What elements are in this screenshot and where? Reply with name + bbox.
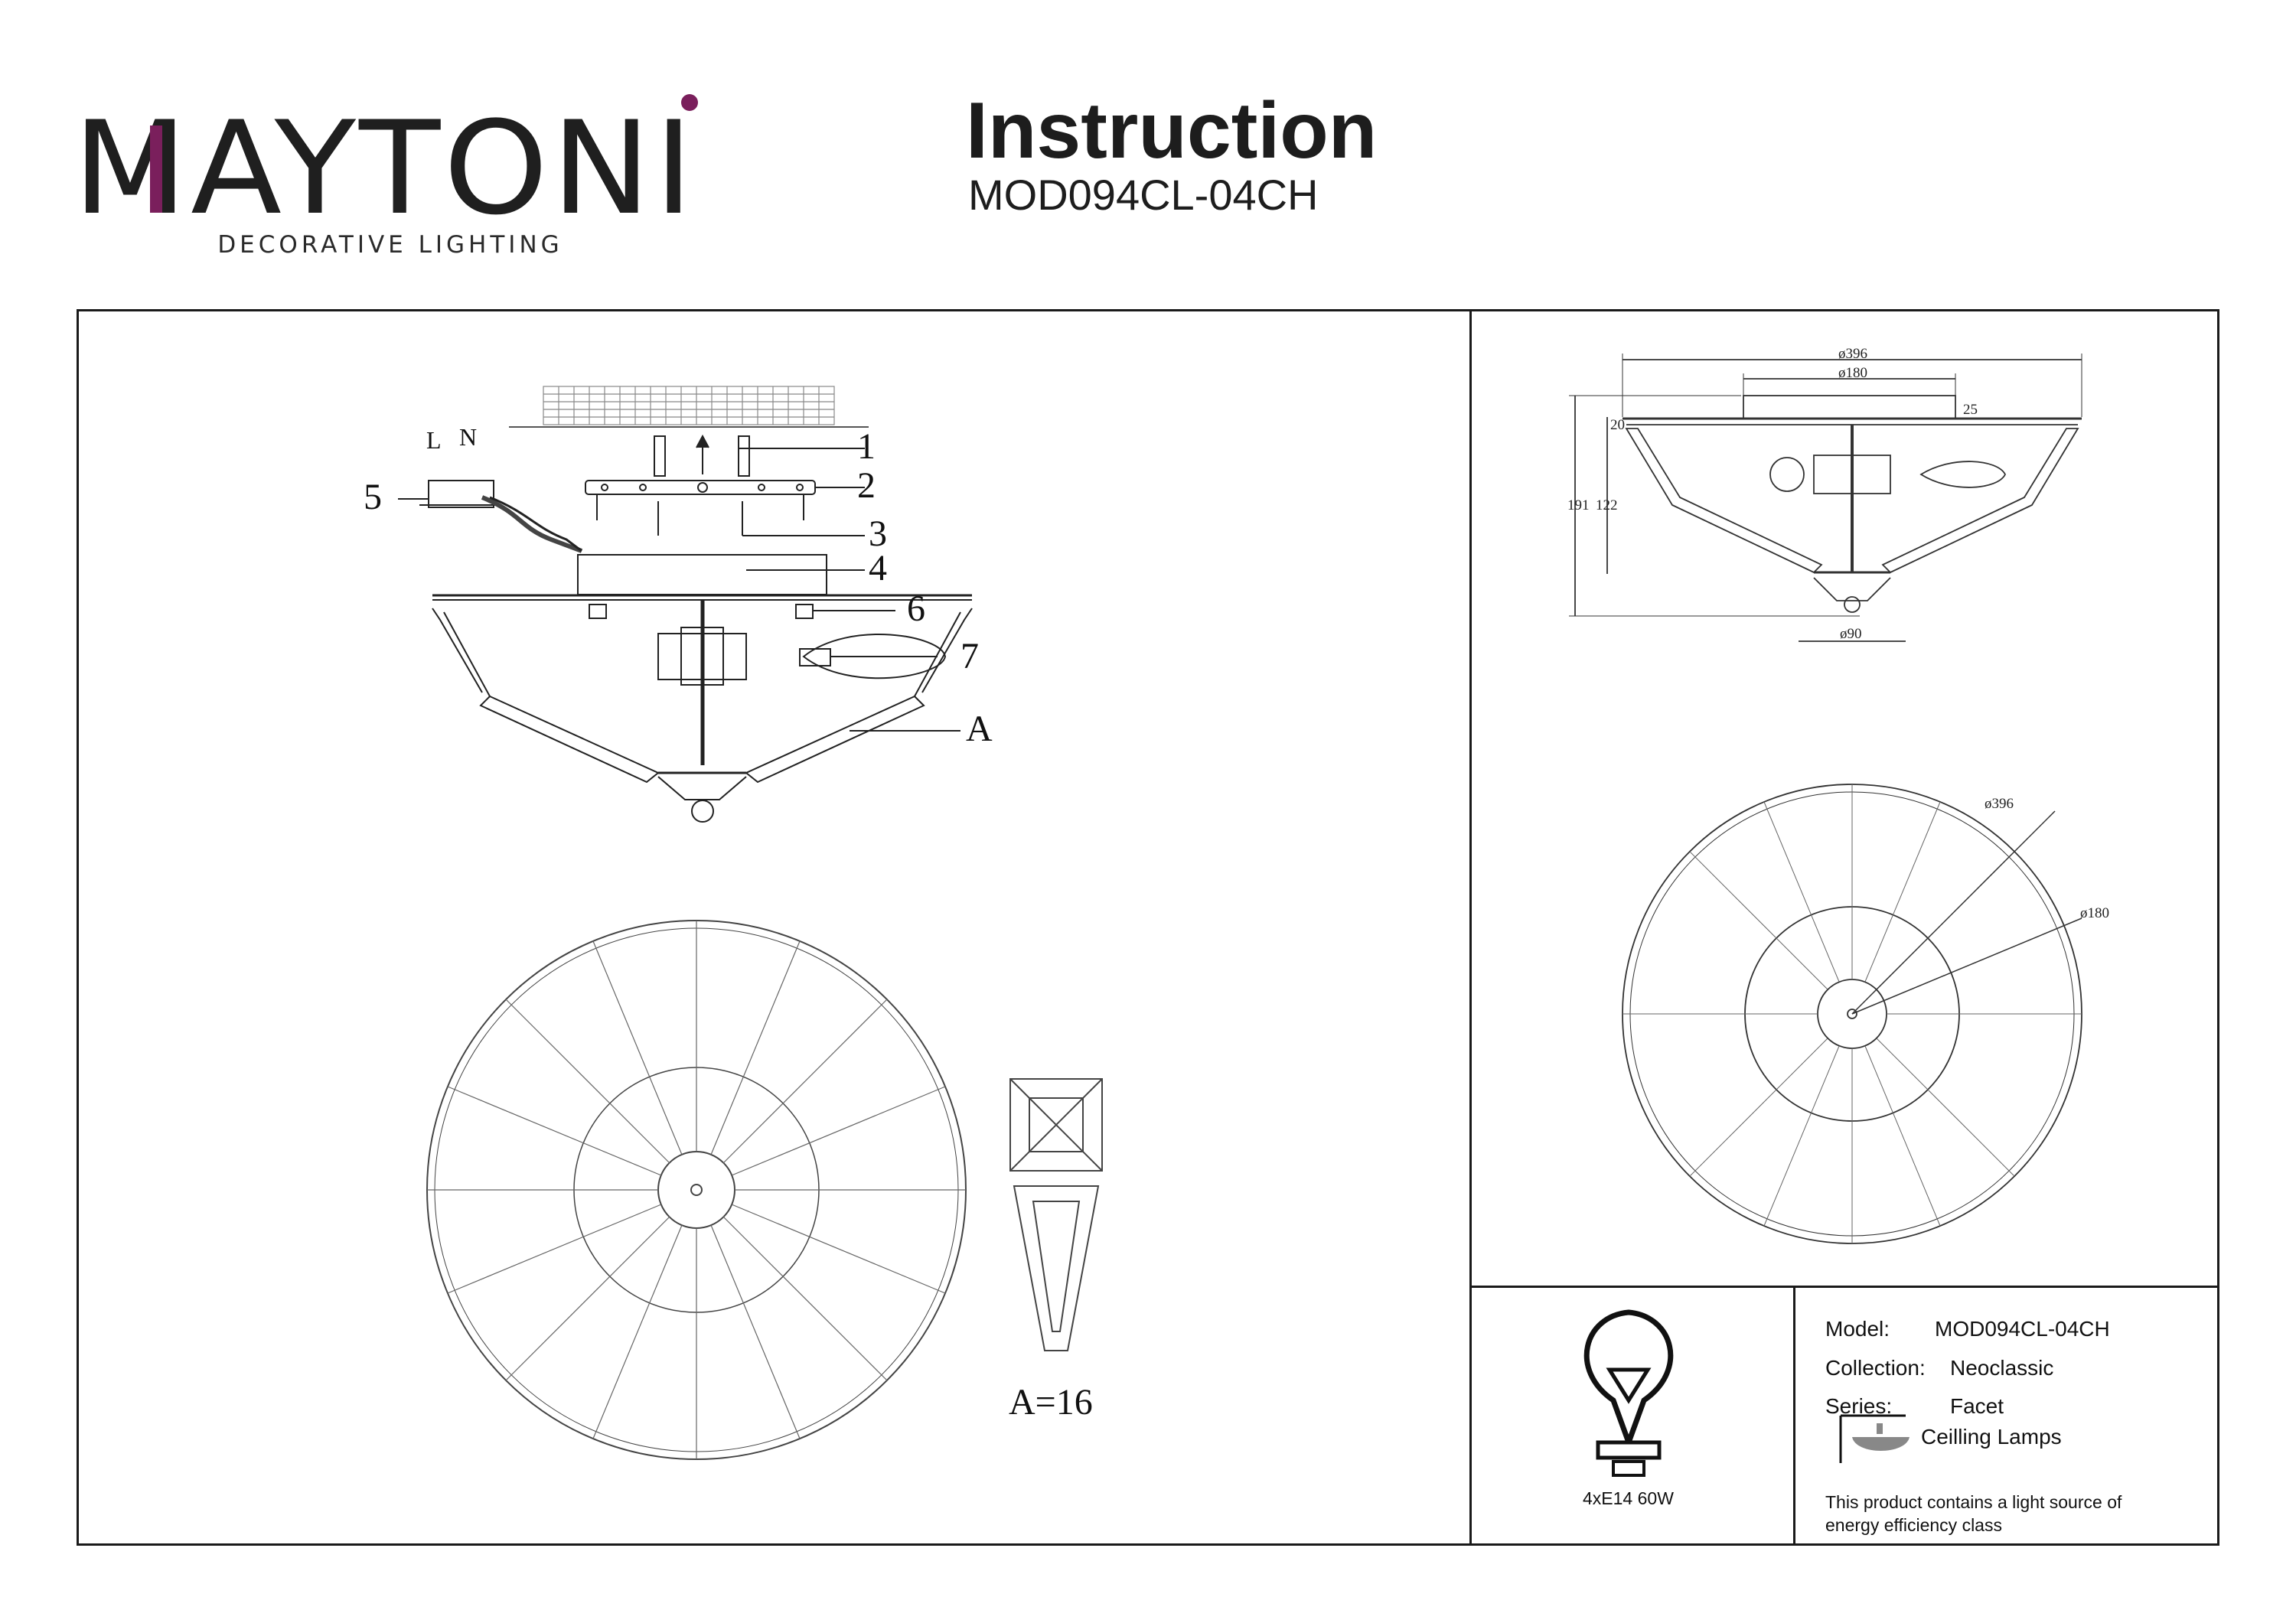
model-value: MOD094CL-04CH — [1935, 1317, 2110, 1341]
energy-note-line-2: energy efficiency class — [1825, 1515, 2002, 1535]
dim-outer-diameter: ø396 — [1838, 346, 1867, 362]
callout-1: 1 — [857, 426, 876, 467]
drawing-frame — [77, 309, 2219, 1546]
dim-body-height: 122 — [1596, 497, 1618, 513]
callout-7: 7 — [960, 636, 979, 676]
model-heading: MOD094CL-04CH — [968, 171, 1319, 219]
part-count-label: A=16 — [1009, 1382, 1093, 1423]
model-label: Model: — [1825, 1317, 1890, 1341]
dim-top-outer: ø396 — [1985, 796, 2014, 812]
dim-canopy-height: 25 — [1963, 402, 1978, 418]
callout-a: A — [966, 709, 993, 749]
type-value: Ceilling Lamps — [1921, 1425, 2062, 1449]
brand-dot — [681, 94, 698, 111]
callout-3: 3 — [869, 513, 887, 554]
frame-divider-horizontal — [1469, 1286, 2219, 1288]
dim-bottom-diameter: ø90 — [1840, 626, 1862, 642]
page-title: Instruction — [966, 86, 1378, 175]
brand-accent-bar — [150, 125, 162, 213]
energy-note-line-1: This product contains a light source of — [1825, 1492, 2122, 1512]
brand-tagline: DECORATIVE LIGHTING — [217, 231, 563, 259]
dim-plate-diameter: ø180 — [1838, 365, 1867, 381]
collection-value: Neoclassic — [1950, 1356, 2054, 1380]
wire-neutral-label: N — [459, 423, 478, 451]
series-label: Series: — [1825, 1394, 1893, 1418]
callout-2: 2 — [857, 465, 876, 506]
callout-4: 4 — [869, 548, 887, 588]
callout-5: 5 — [364, 477, 382, 517]
dim-top-inner: ø180 — [2080, 905, 2109, 921]
dim-total-height: 191 — [1567, 497, 1590, 513]
dim-rim-height: 20 — [1610, 417, 1625, 433]
series-value: Facet — [1950, 1394, 2004, 1418]
frame-divider-vertical — [1469, 309, 1472, 1546]
info-divider — [1793, 1286, 1795, 1546]
lamp-spec: 4xE14 60W — [1583, 1488, 1674, 1508]
wire-live-label: L — [426, 426, 442, 454]
callout-6: 6 — [907, 588, 925, 629]
collection-label: Collection: — [1825, 1356, 1926, 1380]
brand-logo: MAYTONI — [73, 107, 696, 230]
brand-wordmark: MAYTONI — [73, 107, 696, 230]
